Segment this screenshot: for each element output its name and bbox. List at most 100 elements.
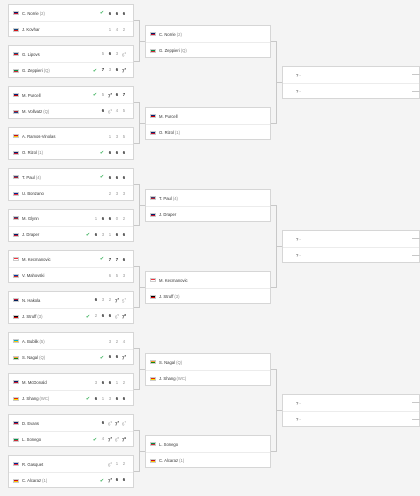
player-row[interactable]: J. Shang(WC) (146, 370, 270, 386)
match-card[interactable]: T. Paul(4) J. Draper (145, 189, 271, 222)
set-score: 6 (114, 11, 120, 16)
player-row[interactable]: L. Sonego (146, 436, 270, 452)
player-row[interactable]: J. Kovhar✔142 (9, 21, 133, 37)
flag-icon (13, 134, 19, 138)
player-row[interactable]: C. Norrie(2) (146, 26, 270, 42)
match-card[interactable]: M. Purcell O. Rizol(1) (145, 107, 271, 140)
player-row[interactable]: M. Kecmanovic (146, 272, 270, 288)
player-name: T. Paul(4) (22, 175, 99, 180)
player-row[interactable]: S. Nagal(Q) (146, 354, 270, 370)
set-score: 3 (107, 67, 113, 73)
player-name-text: C. Norrie (159, 31, 176, 37)
flag-icon (13, 273, 19, 278)
winner-check-icon: ✔ (99, 10, 105, 16)
player-name-text: M. Purcell (159, 113, 178, 119)
set-score: 6 (114, 396, 120, 401)
player-row[interactable]: T. Paul(4) (146, 190, 270, 206)
player-name: L. Sonego (22, 437, 92, 442)
player-name-text: G. Zeppieri (159, 48, 180, 53)
player-row[interactable]: G. Zeppieri(Q) (146, 42, 270, 58)
match-card[interactable]: ?- ?- (282, 230, 420, 263)
player-row[interactable]: V. Mahovski✔653 (9, 267, 133, 283)
player-row[interactable]: ?- (283, 247, 419, 263)
match-card[interactable]: L. Sonego C. Alcaraz(1) (145, 435, 271, 468)
connector-line (271, 41, 276, 42)
player-row[interactable]: M. Purcell (146, 108, 270, 124)
player-row[interactable]: J. Draper (146, 206, 270, 222)
player-row[interactable]: ?- (283, 67, 419, 83)
player-row[interactable]: C. Alcaraz(1) (146, 452, 270, 468)
player-name-text: ? (296, 89, 299, 94)
match-card[interactable]: S. Nagal(Q)J. Shang(WC) (145, 353, 271, 386)
player-row[interactable]: ?- (283, 83, 419, 99)
player-name: J. Struff(3) (159, 294, 270, 299)
set-games: 5 (122, 108, 126, 114)
match-card[interactable]: C. Norrie(2)G. Zeppieri(Q) (145, 25, 271, 58)
set-score: 5 (100, 51, 106, 57)
set-games: 6 (101, 108, 105, 114)
player-row[interactable]: A. Ramos-Vinolas✔135 (9, 128, 133, 144)
player-row[interactable]: U. Bonzano✔233 (9, 185, 133, 201)
player-row[interactable]: ?- (283, 411, 419, 427)
player-row[interactable]: O. Rizol(1) (146, 124, 270, 140)
set-score: 6 (114, 232, 120, 237)
player-name: L. Sonego (159, 442, 270, 447)
player-row[interactable]: J. Struff(3) (146, 288, 270, 304)
match-card[interactable]: ?-?- (282, 66, 420, 99)
player-row[interactable]: ?- (283, 395, 419, 411)
set-games: 2 (115, 338, 119, 344)
player-name-text: G. Zeppieri (22, 68, 43, 73)
set-games: 7 (114, 298, 118, 304)
player-name-text: D. Evans (22, 420, 39, 426)
set-games: 6 (122, 256, 126, 262)
player-name: J. Draper (159, 212, 270, 217)
set-games: 6 (115, 396, 119, 401)
connector-line (134, 184, 139, 185)
set-score: 77 (121, 354, 127, 360)
player-name-text: C. Norrie (22, 10, 39, 16)
match-card[interactable]: ?-?- (282, 394, 420, 427)
match-card[interactable]: M. Kecmanovic J. Struff(3) (145, 271, 271, 304)
player-name: ?- (296, 237, 419, 242)
player-row[interactable]: A. Bublik(5)✔324 (9, 333, 133, 349)
set-games: 6 (108, 354, 112, 360)
player-row[interactable]: ?- (283, 231, 419, 247)
player-name: J. Kovhar (22, 27, 99, 32)
player-name-text: L. Sonego (22, 437, 42, 442)
player-name-text: ? (296, 253, 299, 258)
player-name-text: S. Nagal (159, 359, 176, 365)
tiebreak-points: 3 (110, 108, 113, 113)
player-name-text: ? (296, 400, 299, 406)
